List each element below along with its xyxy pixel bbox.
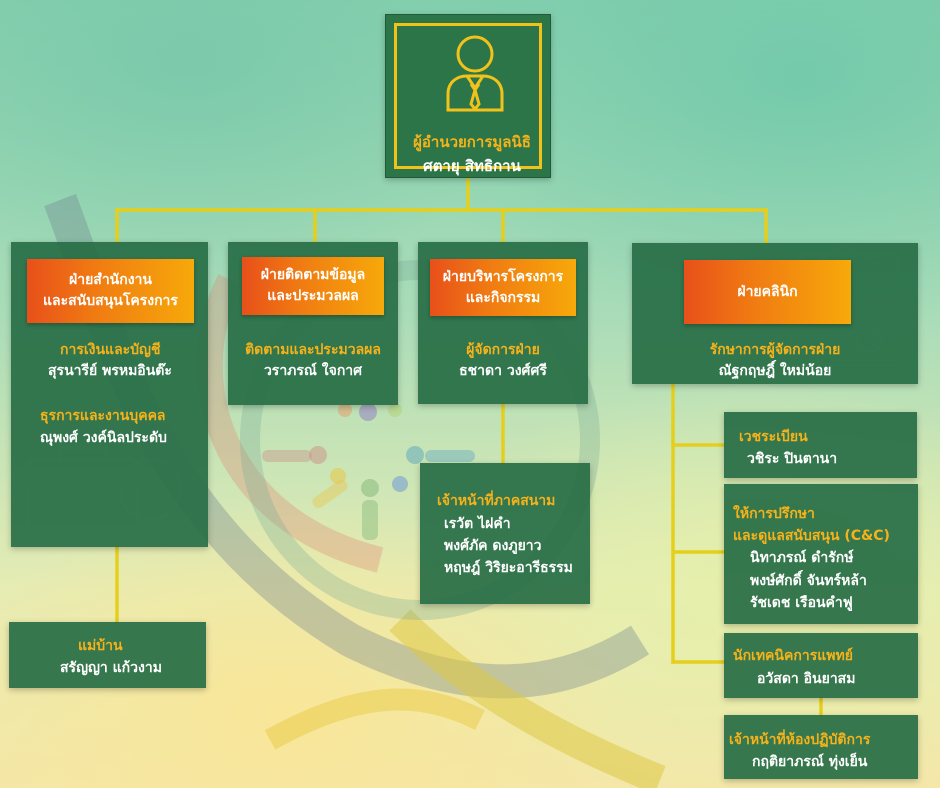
housekeeper-box — [9, 622, 206, 688]
counseling-staff-name: พงษ์ศักดิ์ จันทร์หล้า — [750, 573, 867, 589]
project-department-title-line2: และกิจกรรม — [465, 289, 541, 306]
medical-records-role: เวชระเบียน — [739, 429, 808, 445]
field-staff-name: เรวัต ไฝคำ — [444, 516, 511, 532]
monitoring-department-banner: ฝ่ายติดตามข้อมูล และประมวลผล — [242, 257, 384, 315]
field-staff-name: หฤษฎ์ วิริยะอารีธรรม — [444, 560, 573, 576]
office-department-title-line2: และสนับสนุนโครงการ — [43, 293, 178, 309]
lab-staff-box — [724, 715, 918, 779]
lab-staff-role: เจ้าหน้าที่ห้องปฏิบัติการ — [729, 732, 871, 748]
person-tie-icon — [446, 35, 504, 112]
background-people-figures — [262, 403, 475, 540]
monitoring-department-title-line1: ฝ่ายติดตามข้อมูล — [260, 267, 366, 283]
clinic-department-banner: ฝ่ายคลินิก — [684, 260, 851, 324]
director-box: ผู้อำนวยการมูลนิธิ ศตายุ สิทธิกาน — [385, 14, 551, 178]
project-department-banner: ฝ่ายบริหารโครงการ และกิจกรรม — [430, 259, 576, 316]
field-staff-box — [420, 463, 590, 604]
finance-name: สุรนารีย์ พรหมอินต๊ะ — [48, 363, 172, 379]
field-staff-role: เจ้าหน้าที่ภาคสนาม — [437, 493, 556, 509]
counseling-box — [724, 484, 918, 624]
monitoring-department-title-line2: และประมวลผล — [267, 288, 359, 304]
director-name: ศตายุ สิทธิกาน — [423, 157, 521, 175]
project-manager-name: ธชาดา วงศ์ศรี — [459, 363, 547, 379]
director-frame: ผู้อำนวยการมูลนิธิ ศตายุ สิทธิกาน — [394, 23, 542, 175]
counseling-staff-name: นิทาภรณ์ ดำรักษ์ — [750, 550, 854, 566]
lab-staff-name: กฤติยาภรณ์ ทุ่งเย็น — [752, 754, 868, 770]
office-department-banner: ฝ่ายสำนักงาน และสนับสนุนโครงการ — [27, 259, 194, 323]
medtech-role: นักเทคนิคการแพทย์ — [733, 648, 853, 664]
monitoring-role: ติดตามและประมวลผล — [245, 342, 381, 358]
field-staff-name: พงศ์ภัค ดงภูยาว — [444, 538, 542, 554]
counseling-staff-name: รัชเดช เรือนคำฟู — [750, 595, 853, 611]
medtech-box — [724, 633, 918, 698]
monitoring-name: วราภรณ์ ใจกาศ — [263, 363, 363, 379]
finance-role: การเงินและบัญชี — [60, 342, 161, 358]
admin-hr-name: ณุพงศ์ วงค์นิลประดับ — [40, 430, 167, 446]
clinic-acting-manager-name: ณัฐกฤษฎิ์ ใหม่น้อย — [718, 363, 832, 379]
project-department-title-line1: ฝ่ายบริหารโครงการ — [442, 268, 564, 285]
medical-records-box — [724, 412, 917, 478]
medtech-name: อวัสดา อินยาสม — [757, 671, 856, 687]
housekeeper-name: สรัญญา แก้วงาม — [60, 660, 162, 676]
medical-records-name: วชิระ ปินตานา — [747, 451, 838, 467]
housekeeper-role: แม่บ้าน — [78, 638, 123, 654]
counseling-role-line1: ให้การปรึกษา — [733, 506, 815, 522]
project-manager-role: ผู้จัดการฝ่าย — [466, 342, 540, 358]
office-department-title-line1: ฝ่ายสำนักงาน — [69, 272, 152, 288]
clinic-department-title: ฝ่ายคลินิก — [737, 283, 798, 300]
counseling-role-line2: และดูแลสนับสนุน (C&C) — [733, 528, 890, 544]
admin-hr-role: ธุรการและงานบุคคล — [40, 408, 166, 424]
director-title: ผู้อำนวยการมูลนิธิ — [413, 133, 531, 151]
clinic-acting-manager-role: รักษาการผู้จัดการฝ่าย — [709, 342, 841, 358]
